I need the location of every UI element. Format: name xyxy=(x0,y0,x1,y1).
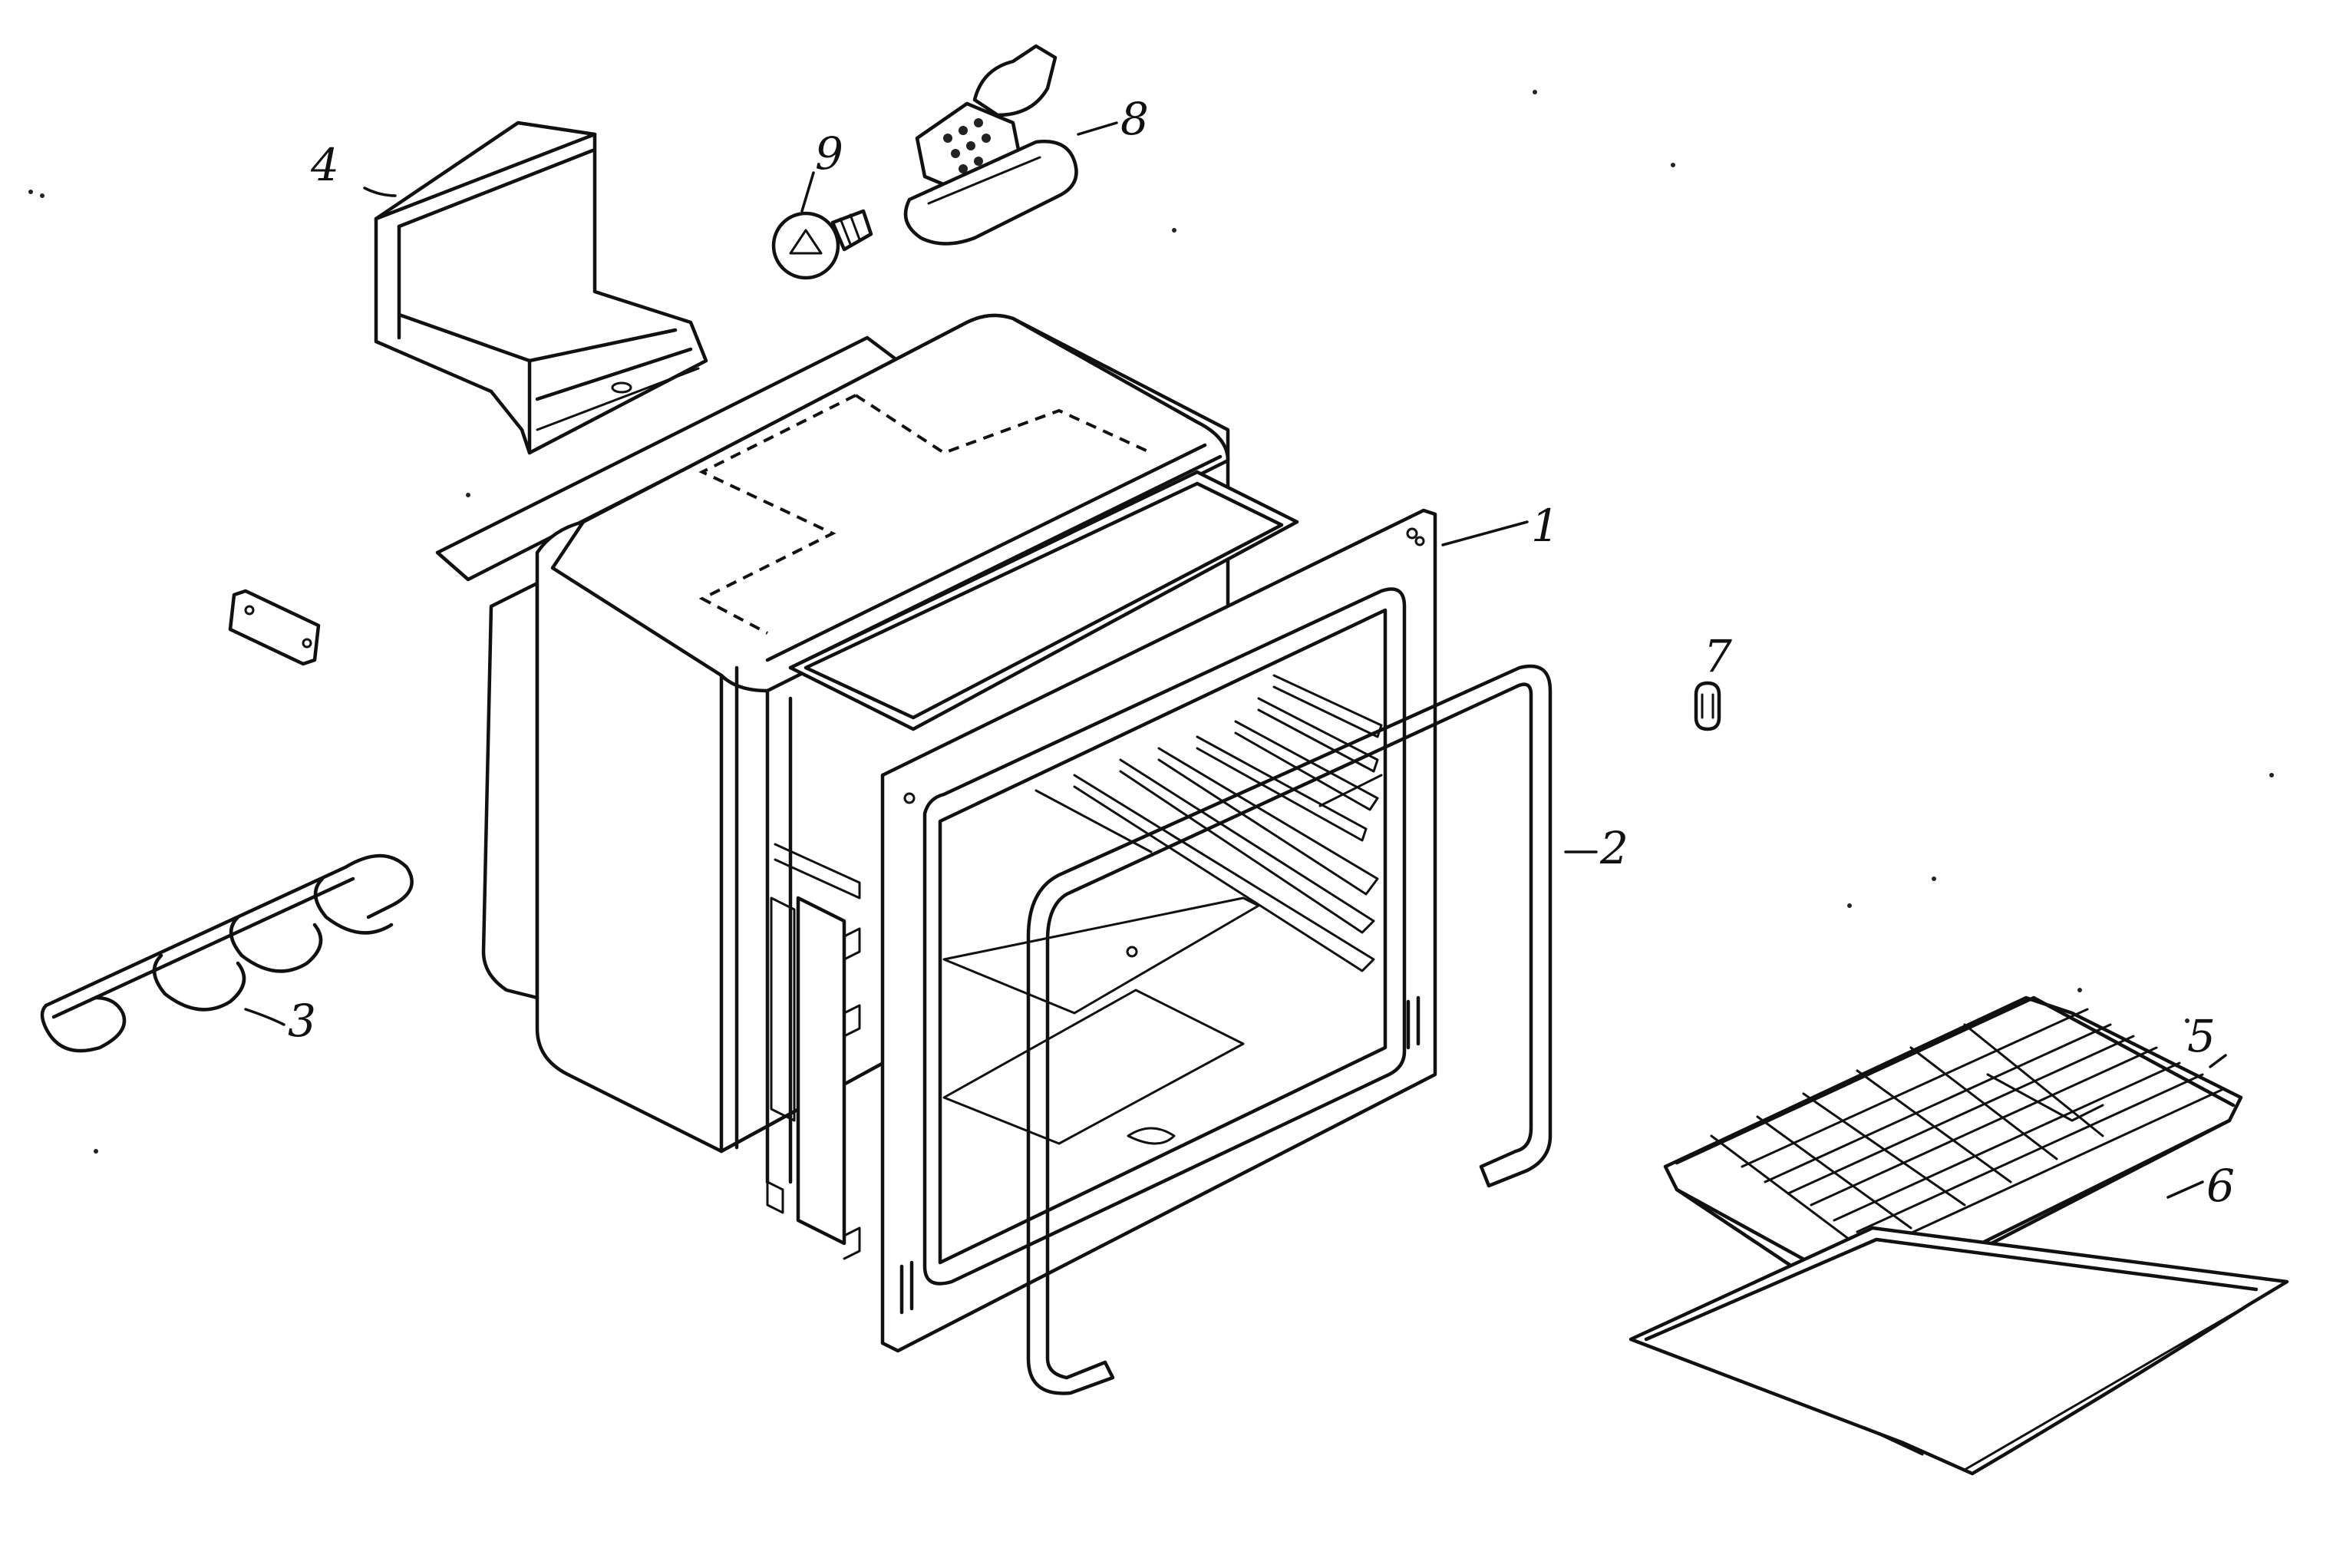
callout-8: 8 xyxy=(1120,93,1149,145)
mounting-bracket xyxy=(228,589,321,666)
callout-labels: 1 2 3 4 5 6 7 8 9 xyxy=(244,93,2235,1212)
callout-6: 6 xyxy=(2206,1160,2235,1212)
callout-7: 7 xyxy=(1704,630,1732,682)
grill-rack-part5 xyxy=(1663,995,2243,1307)
callout-9: 9 xyxy=(815,127,843,180)
door-gasket xyxy=(1026,664,1553,1395)
scan-specks xyxy=(28,90,2274,1154)
heating-element-part3 xyxy=(40,853,414,1053)
oven-cavity xyxy=(435,313,1437,1353)
callout-4: 4 xyxy=(310,139,339,191)
clip-part7 xyxy=(1694,681,1721,731)
callout-3: 3 xyxy=(288,995,316,1047)
baking-tray-part6 xyxy=(1628,1226,2289,1476)
lamp-bulb-part9 xyxy=(771,209,873,280)
callout-1: 1 xyxy=(1531,500,1559,552)
duct-cover-part4 xyxy=(374,120,708,455)
callout-5: 5 xyxy=(2187,1010,2216,1062)
callout-2: 2 xyxy=(1599,822,1628,874)
lamp-holder-part8 xyxy=(903,44,1078,246)
